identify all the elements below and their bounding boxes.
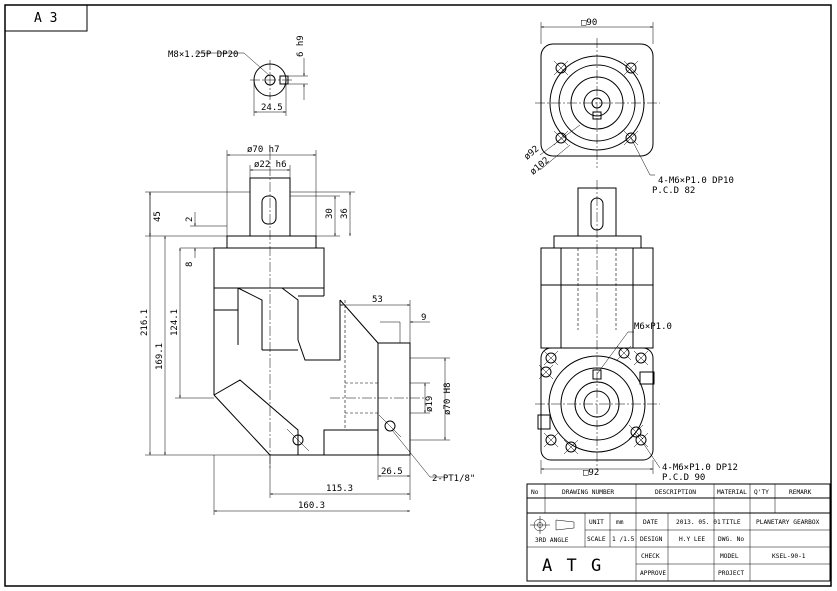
tb-unit-value: mm — [616, 519, 624, 526]
pcd-2: P.C.D 90 — [662, 473, 705, 483]
thread-note: M8×1.25P DP20 — [168, 50, 238, 60]
tb-date-value: 2013. 05. 01 — [676, 519, 721, 526]
dim-216: 216.1 — [140, 309, 150, 336]
tb-qty: Q'TY — [754, 489, 769, 496]
top-view — [535, 22, 660, 176]
tb-projection: 3RD ANGLE — [535, 537, 569, 544]
shaft-dia-dim: ø22 h6 — [254, 160, 287, 170]
dim-160: 160.3 — [298, 501, 325, 511]
tb-remark: REMARK — [789, 489, 812, 496]
shaft-len-36-dim: 36 — [340, 208, 350, 219]
key-offset-dim: 2 — [185, 217, 195, 222]
dim-124: 124.1 — [170, 309, 180, 336]
square-92-dim: □92 — [583, 468, 599, 478]
tb-title-label: TITLE — [722, 519, 741, 526]
tb-unit-label: UNIT — [589, 519, 604, 526]
hole-note-2: 4-M6×P1.0 DP12 — [662, 463, 738, 473]
company-logo-text: A T G — [542, 556, 603, 576]
flange-dia-dim: ø70 h7 — [247, 145, 280, 155]
bore-19-dim: ø19 — [425, 396, 435, 412]
tb-design-label: DESIGN — [640, 536, 663, 543]
sheet-border — [4, 4, 832, 587]
tap-note: M6×P1.0 — [634, 322, 672, 332]
tb-title-value: PLANETARY GEARBOX — [756, 519, 820, 526]
tb-material: MATERIAL — [717, 489, 747, 496]
side-view — [535, 180, 661, 474]
dim-26: 26.5 — [381, 467, 403, 477]
front-view — [213, 150, 425, 470]
front-view-dimensions — [145, 150, 450, 515]
square-90-dim: □90 — [581, 18, 597, 28]
tb-dwg-label: DWG. No — [718, 536, 744, 543]
tb-project-label: PROJECT — [718, 570, 744, 577]
dim-53: 53 — [372, 295, 383, 305]
tb-model-label: MODEL — [720, 553, 739, 560]
tb-scale-label: SCALE — [587, 536, 606, 543]
tb-no: No — [531, 489, 539, 496]
tb-date-label: DATE — [643, 519, 658, 526]
top-view-bolt-holes — [553, 60, 639, 146]
dim-9: 9 — [421, 313, 426, 323]
tb-approve-label: APPROVE — [640, 570, 666, 577]
tb-design-value: H.Y LEE — [679, 536, 705, 543]
title-block — [526, 483, 831, 582]
size-box — [4, 4, 88, 32]
tb-model-value: KSEL-90-1 — [772, 553, 806, 560]
tb-drawing-number: DRAWING NUMBER — [562, 489, 614, 496]
tb-description: DESCRIPTION — [655, 489, 696, 496]
tb-check-label: CHECK — [641, 553, 660, 560]
tb-scale-value: 1 /1.5 — [612, 536, 635, 543]
dim-45: 45 — [153, 211, 163, 222]
dim-115: 115.3 — [326, 484, 353, 494]
shaft-section-width-dim: 24.5 — [261, 103, 283, 113]
dim-8: 8 — [185, 262, 195, 267]
hole-note-1: 4-M6×P1.0 DP10 — [658, 176, 734, 186]
shaft-len-30-dim: 30 — [325, 208, 335, 219]
pcd-1: P.C.D 82 — [652, 186, 695, 196]
bore-70-dim: ø70 H8 — [443, 382, 453, 415]
shaft-section-view — [195, 52, 308, 116]
dim-169: 169.1 — [155, 343, 165, 370]
key-height-dim: 6 h9 — [296, 35, 306, 57]
pipe-note: 2-PT1/8" — [432, 474, 475, 484]
dia-92-dim: ø92 — [523, 144, 542, 162]
size-label: A 3 — [34, 11, 57, 26]
